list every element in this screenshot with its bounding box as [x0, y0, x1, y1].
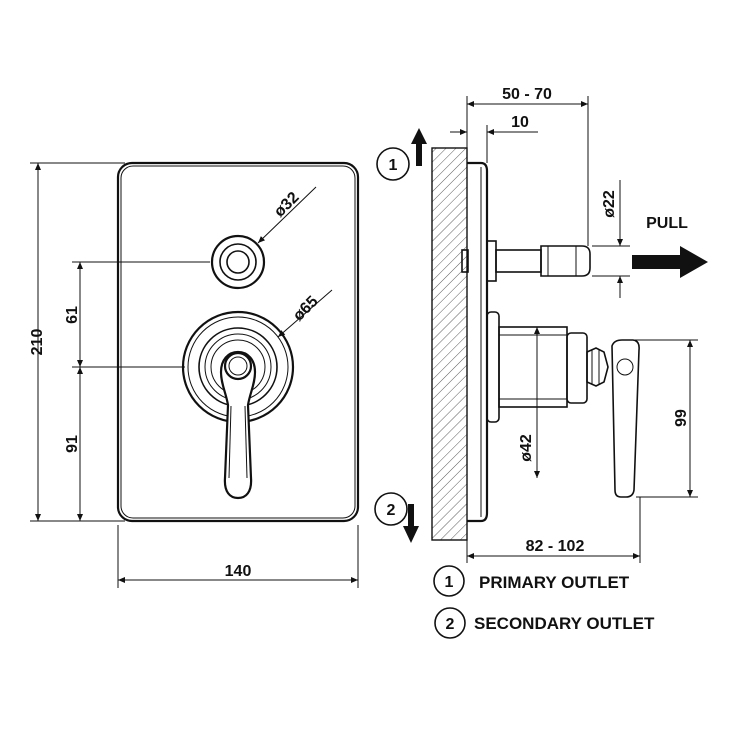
- pull-arrow-icon: [632, 246, 708, 278]
- dim-handle: ø65: [290, 293, 322, 325]
- up-arrow-icon: [411, 128, 427, 166]
- dim-plate: 10: [511, 114, 529, 131]
- svg-text:1: 1: [445, 574, 454, 591]
- svg-text:1: 1: [389, 157, 398, 174]
- outlet-marker-1: 1: [376, 128, 427, 181]
- diverter-knob: [210, 234, 266, 290]
- pull-label: PULL: [646, 215, 688, 232]
- legend: 1 PRIMARY OUTLET 2 SECONDARY OUTLET: [433, 565, 655, 639]
- side-view: 50 - 70 10 ø22 PULL ø42 99 82 - 102 1: [374, 86, 708, 563]
- lever-side: [611, 339, 640, 498]
- dim-depth-range: 50 - 70: [502, 86, 552, 103]
- dim-upper-spacing: 61: [64, 306, 81, 324]
- handle-body: [486, 311, 609, 423]
- dim-handle-height: 99: [673, 409, 690, 427]
- dim-knob: ø22: [601, 190, 618, 218]
- cover-plate: [116, 161, 360, 523]
- dim-width: 140: [225, 563, 252, 580]
- lever-handle: [219, 350, 257, 500]
- legend-item-secondary: 2 SECONDARY OUTLET: [434, 607, 655, 639]
- wall-section: [431, 147, 468, 541]
- diverter-stem: [461, 240, 591, 282]
- cover-plate-inner: [120, 165, 356, 519]
- outlet-marker-2: 2: [374, 492, 419, 543]
- legend-item-primary: 1 PRIMARY OUTLET: [433, 565, 630, 597]
- legend-label-primary: PRIMARY OUTLET: [479, 573, 630, 592]
- dim-body: ø42: [518, 434, 535, 462]
- svg-text:2: 2: [446, 616, 455, 633]
- down-arrow-icon: [403, 504, 419, 543]
- cover-plate-side: [467, 161, 489, 523]
- dim-height: 210: [29, 329, 46, 356]
- dim-lever-range: 82 - 102: [526, 538, 585, 555]
- legend-label-secondary: SECONDARY OUTLET: [474, 614, 655, 633]
- dim-diverter: ø32: [271, 189, 303, 221]
- svg-text:2: 2: [387, 502, 396, 519]
- front-view: 210 61 91 140 ø32 ø65: [29, 161, 360, 588]
- dim-lower-spacing: 91: [64, 435, 81, 453]
